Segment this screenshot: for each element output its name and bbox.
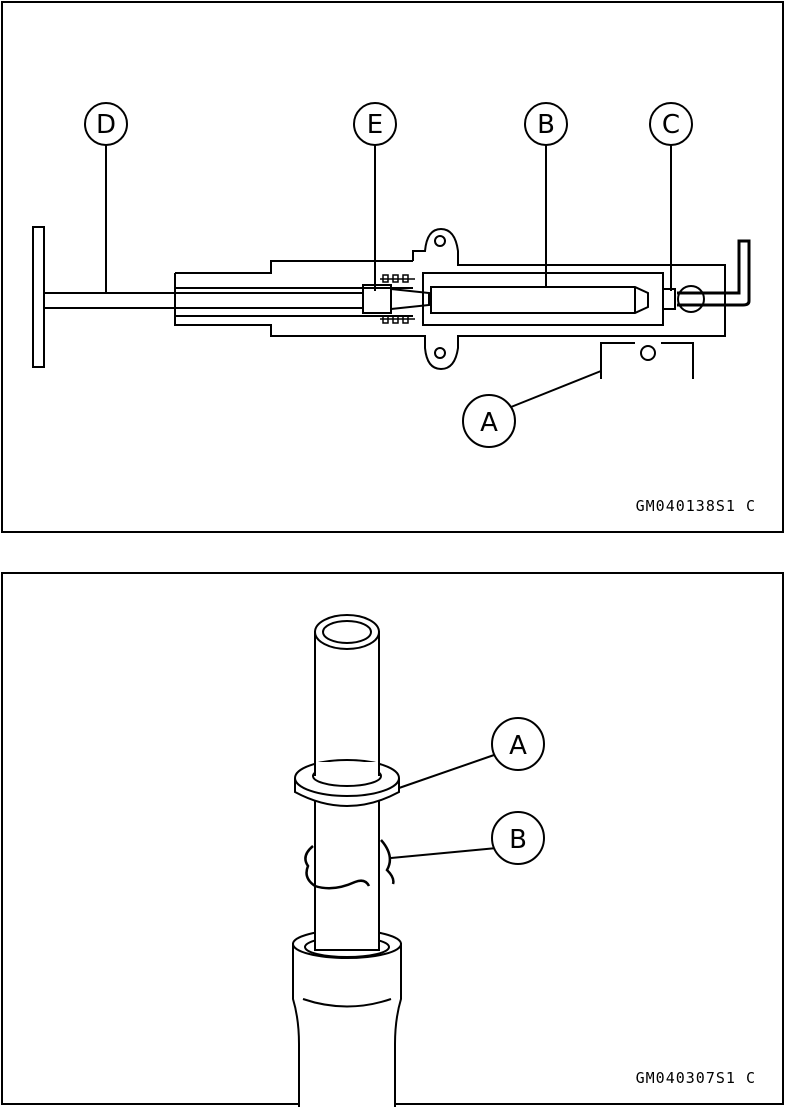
callout-a: A [480,408,498,438]
fork-body [412,227,726,371]
fork-tool-diagram: D E B C A [32,102,751,448]
collet [390,287,430,311]
inner-tube-diagram: A B [292,614,545,1107]
figure-top: D E B C A GM040138S1 C [1,1,784,533]
bolt-head [677,285,705,313]
callout-c-circle [649,102,693,146]
leader-a [398,753,498,789]
figure-code: GM040138S1 C [635,497,756,515]
bolt [662,288,676,310]
callout-e: E [367,110,383,140]
leader-b [390,847,498,859]
callout-c: C [662,110,680,140]
spring-coils [380,274,415,324]
figure-bottom: A B GM040307S1 C [1,572,784,1107]
leader-a [510,370,602,408]
lug-hole-bottom [434,347,446,359]
outer-tube [174,260,413,337]
callout-d: D [96,110,116,140]
callout-b-circle [491,811,545,865]
callout-d-circle [84,102,128,146]
callout-a-circle [491,717,545,771]
inner-tube-opening [322,620,372,644]
vise-clamp [640,345,656,361]
inner-bore [422,272,664,326]
callout-e-circle [353,102,397,146]
cylinder-unit [430,286,649,314]
vise [600,342,694,379]
t-handle [32,226,45,368]
retaining-ring [304,839,395,890]
callout-a: A [509,731,527,761]
lug-hole-top [434,235,446,247]
outer-slider [292,943,402,1107]
adapter [362,284,392,314]
hex-wrench [677,239,751,307]
callout-a-circle [462,394,516,448]
callout-b-circle [524,102,568,146]
callout-b: B [537,110,555,140]
figure-code: GM040307S1 C [635,1069,756,1087]
callout-b: B [509,825,527,855]
